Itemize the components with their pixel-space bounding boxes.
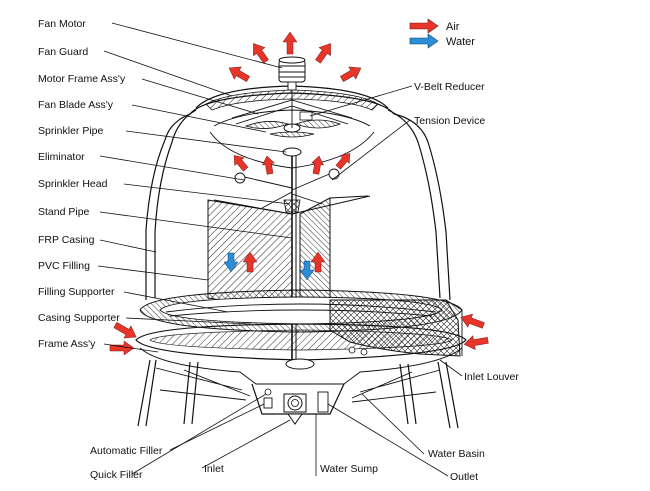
- label-fan-motor: Fan Motor: [38, 18, 86, 30]
- water-basin: [135, 323, 467, 385]
- fan-blade-assembly: [231, 90, 353, 138]
- tower-body: [109, 31, 489, 429]
- label-sprinkler-pipe: Sprinkler Pipe: [38, 125, 104, 137]
- legend-water-label: Water: [446, 36, 475, 48]
- legend-air-label: Air: [446, 21, 460, 33]
- label-motor-frame: Motor Frame Ass'y: [38, 73, 126, 85]
- label-fan-blade: Fan Blade Ass'y: [38, 99, 114, 111]
- fan-guard: [205, 89, 379, 111]
- label-water-basin: Water Basin: [428, 448, 485, 460]
- support-legs: [137, 359, 459, 429]
- label-fan-guard: Fan Guard: [38, 46, 88, 58]
- water-arrow-icon: [409, 33, 439, 49]
- label-quick-filler: Quick Filler: [90, 469, 143, 481]
- label-tension-device: Tension Device: [414, 115, 485, 127]
- label-eliminator: Eliminator: [38, 151, 85, 163]
- label-sprinkler-head: Sprinkler Head: [38, 178, 108, 190]
- exhaust-air-icons: [228, 31, 362, 175]
- label-outlet: Outlet: [450, 471, 478, 483]
- label-casing-supporter: Casing Supporter: [38, 312, 120, 324]
- label-automatic-filler: Automatic Filler: [90, 445, 163, 457]
- label-inlet: Inlet: [204, 463, 224, 475]
- leader-lines: [97, 22, 463, 477]
- label-stand-pipe: Stand Pipe: [38, 206, 90, 218]
- labels: Fan Motor Fan Guard Motor Frame Ass'y Fa…: [38, 18, 519, 483]
- fan-motor: [278, 56, 306, 91]
- inlet-air-icons: [109, 313, 489, 356]
- water-flow-icons: [223, 252, 315, 281]
- label-frame-assy: Frame Ass'y: [38, 338, 96, 350]
- label-pvc-filling: PVC Filling: [38, 260, 90, 272]
- air-arrow-icon: [409, 18, 439, 34]
- legend: Air Water: [409, 18, 475, 49]
- water-sump: [251, 383, 345, 425]
- label-inlet-louver: Inlet Louver: [464, 371, 519, 383]
- label-water-sump: Water Sump: [320, 463, 378, 475]
- air-flow-inner-icons: [242, 251, 326, 273]
- label-vbelt-reducer: V-Belt Reducer: [414, 81, 485, 93]
- label-frp-casing: FRP Casing: [38, 234, 95, 246]
- label-filling-supporter: Filling Supporter: [38, 286, 115, 298]
